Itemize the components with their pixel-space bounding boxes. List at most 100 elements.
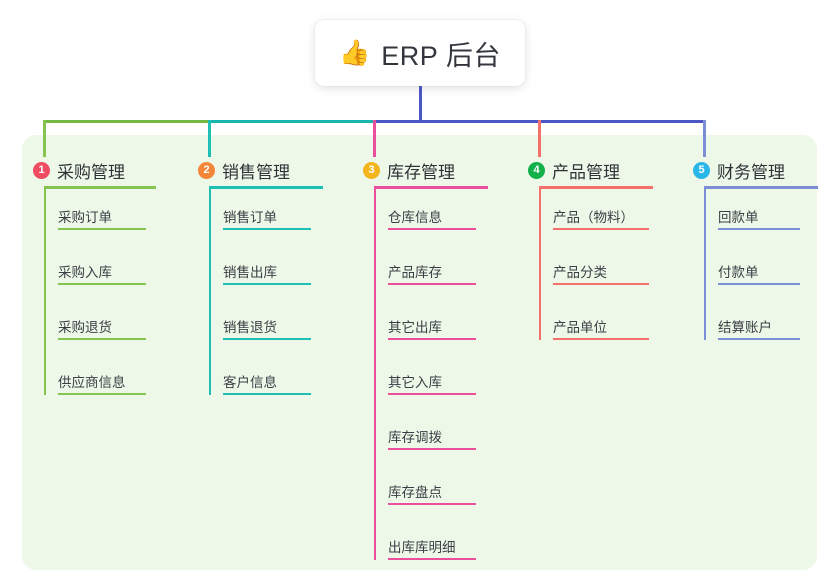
leaf-label: 出库库明细 xyxy=(388,540,456,555)
connector-drop-2 xyxy=(208,120,211,157)
branch-header-rule xyxy=(539,186,653,189)
leaf-rule xyxy=(388,503,476,505)
leaf-node[interactable]: 库存调拨 xyxy=(388,424,476,450)
branch-header-rule xyxy=(209,186,323,189)
leaf-node[interactable]: 销售出库 xyxy=(223,259,311,285)
leaf-label: 产品单位 xyxy=(553,320,607,335)
branch-title: 销售管理 xyxy=(222,163,290,182)
leaf-rule xyxy=(553,283,649,285)
branch-header-rule xyxy=(374,186,488,189)
branch-spine xyxy=(704,189,706,340)
leaf-node[interactable]: 产品（物料） xyxy=(553,204,649,230)
connector-segment-2 xyxy=(208,120,376,123)
diagram-panel xyxy=(22,135,817,570)
leaf-label: 产品分类 xyxy=(553,265,607,280)
leaf-rule xyxy=(388,283,476,285)
leaf-label: 回款单 xyxy=(718,210,759,225)
leaf-node[interactable]: 产品分类 xyxy=(553,259,649,285)
connector-drop-1 xyxy=(43,120,46,157)
leaf-label: 采购入库 xyxy=(58,265,112,280)
branch-header-1[interactable]: 1 采购管理 xyxy=(33,158,125,183)
leaf-node[interactable]: 采购入库 xyxy=(58,259,146,285)
branch-number-badge: 2 xyxy=(198,162,215,179)
leaf-node[interactable]: 回款单 xyxy=(718,204,800,230)
leaf-rule xyxy=(388,228,476,230)
leaf-node[interactable]: 付款单 xyxy=(718,259,800,285)
thumbs-up-emoji: 👍 xyxy=(339,38,371,67)
leaf-node[interactable]: 库存盘点 xyxy=(388,479,476,505)
leaf-rule xyxy=(223,393,311,395)
branch-header-4[interactable]: 4 产品管理 xyxy=(528,158,620,183)
branch-spine xyxy=(44,189,46,395)
leaf-label: 产品（物料） xyxy=(553,210,634,225)
leaf-rule xyxy=(718,338,800,340)
leaf-label: 供应商信息 xyxy=(58,375,126,390)
leaf-rule xyxy=(223,338,311,340)
leaf-rule xyxy=(58,338,146,340)
leaf-rule xyxy=(223,283,311,285)
leaf-rule xyxy=(553,228,649,230)
leaf-node[interactable]: 销售订单 xyxy=(223,204,311,230)
leaf-rule xyxy=(388,558,476,560)
leaf-rule xyxy=(388,338,476,340)
leaf-label: 销售出库 xyxy=(223,265,277,280)
leaf-node[interactable]: 采购订单 xyxy=(58,204,146,230)
leaf-label: 库存盘点 xyxy=(388,485,442,500)
leaf-label: 库存调拨 xyxy=(388,430,442,445)
leaf-label: 销售退货 xyxy=(223,320,277,335)
leaf-node[interactable]: 客户信息 xyxy=(223,369,311,395)
branch-header-rule xyxy=(704,186,818,189)
leaf-label: 其它出库 xyxy=(388,320,442,335)
leaf-rule xyxy=(553,338,649,340)
leaf-node[interactable]: 销售退货 xyxy=(223,314,311,340)
branch-title: 采购管理 xyxy=(57,163,125,182)
leaf-node[interactable]: 出库库明细 xyxy=(388,534,476,560)
branch-number-badge: 3 xyxy=(363,162,380,179)
branch-header-rule xyxy=(44,186,156,189)
leaf-label: 客户信息 xyxy=(223,375,277,390)
leaf-label: 其它入库 xyxy=(388,375,442,390)
leaf-label: 结算账户 xyxy=(718,320,772,335)
leaf-label: 销售订单 xyxy=(223,210,277,225)
leaf-node[interactable]: 采购退货 xyxy=(58,314,146,340)
leaf-rule xyxy=(388,393,476,395)
leaf-label: 采购订单 xyxy=(58,210,112,225)
leaf-label: 产品库存 xyxy=(388,265,442,280)
branch-header-2[interactable]: 2 销售管理 xyxy=(198,158,290,183)
leaf-rule xyxy=(58,283,146,285)
branch-header-5[interactable]: 5 财务管理 xyxy=(693,158,785,183)
leaf-node[interactable]: 结算账户 xyxy=(718,314,800,340)
connector-segment-1 xyxy=(43,120,211,123)
connector-drop-5 xyxy=(703,120,706,157)
leaf-label: 采购退货 xyxy=(58,320,112,335)
leaf-node[interactable]: 产品库存 xyxy=(388,259,476,285)
leaf-label: 付款单 xyxy=(718,265,759,280)
root-node-title: ERP 后台 xyxy=(381,40,501,71)
branch-number-badge: 5 xyxy=(693,162,710,179)
leaf-rule xyxy=(58,393,146,395)
branch-spine xyxy=(374,189,376,560)
leaf-label: 仓库信息 xyxy=(388,210,442,225)
branch-title: 产品管理 xyxy=(552,163,620,182)
branch-title: 财务管理 xyxy=(717,163,785,182)
branch-spine xyxy=(209,189,211,395)
connector-drop-3 xyxy=(373,120,376,157)
leaf-node[interactable]: 产品单位 xyxy=(553,314,649,340)
leaf-rule xyxy=(388,448,476,450)
leaf-rule xyxy=(58,228,146,230)
root-node-card[interactable]: 👍 ERP 后台 xyxy=(315,20,525,86)
root-node-content: 👍 ERP 后台 xyxy=(339,34,501,73)
branch-spine xyxy=(539,189,541,340)
leaf-node[interactable]: 供应商信息 xyxy=(58,369,146,395)
leaf-rule xyxy=(718,283,800,285)
branch-number-badge: 4 xyxy=(528,162,545,179)
connector-drop-4 xyxy=(538,120,541,157)
leaf-node[interactable]: 仓库信息 xyxy=(388,204,476,230)
leaf-node[interactable]: 其它入库 xyxy=(388,369,476,395)
leaf-rule xyxy=(718,228,800,230)
leaf-node[interactable]: 其它出库 xyxy=(388,314,476,340)
branch-number-badge: 1 xyxy=(33,162,50,179)
connector-stem xyxy=(419,86,422,123)
